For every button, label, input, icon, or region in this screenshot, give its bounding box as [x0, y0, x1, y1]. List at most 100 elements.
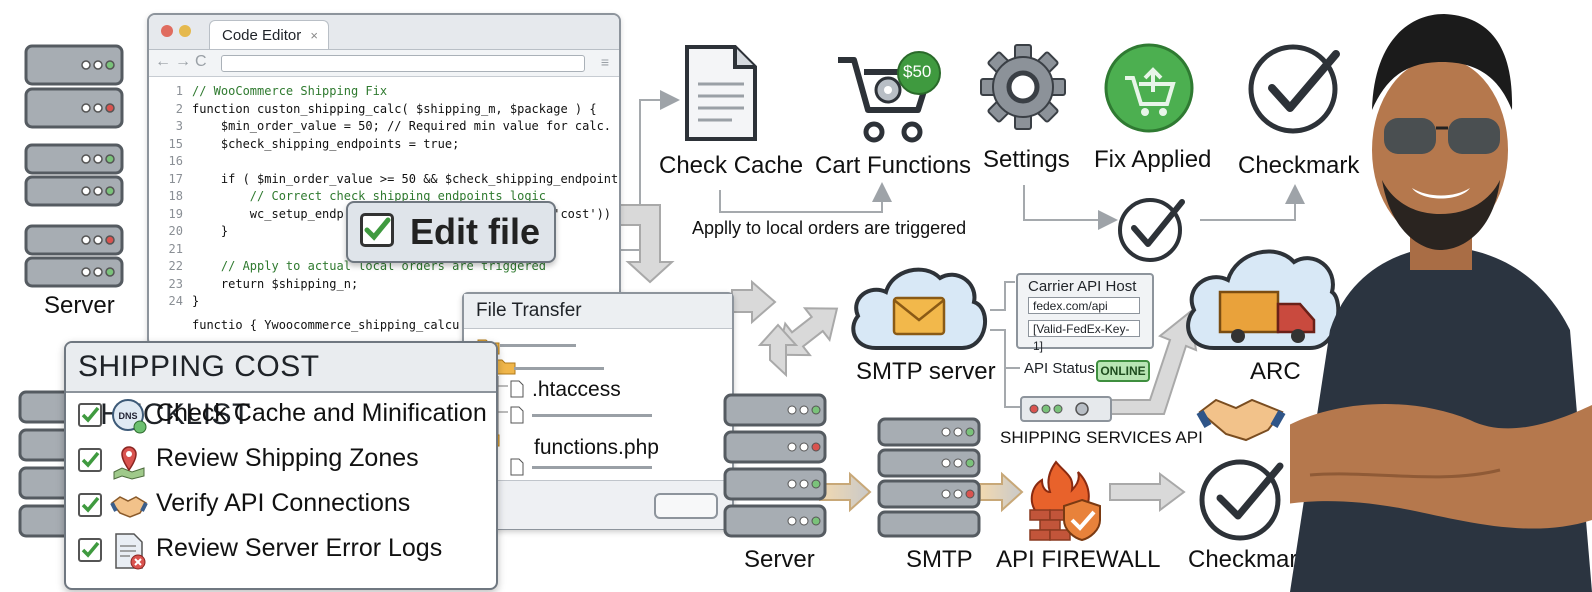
- smtp-cloud-mail-icon: [851, 267, 988, 350]
- code-line[interactable]: 15 $check_shipping_endpoints = true;: [149, 136, 619, 154]
- file-placeholder-bar: [532, 414, 652, 417]
- checklist-item[interactable]: Review Shipping Zones: [78, 440, 488, 480]
- handshake-icon: [1196, 398, 1286, 442]
- api-status-badge: ONLINE: [1096, 360, 1150, 382]
- code-line[interactable]: 16: [149, 153, 619, 171]
- server-stack-icon: [723, 393, 827, 538]
- line-number: 23: [168, 276, 183, 291]
- line-number: 16: [168, 154, 183, 168]
- file-icon: [510, 406, 524, 424]
- code-line[interactable]: 2 function custon_shipping_calc( $shippin…: [149, 101, 619, 119]
- code-line[interactable]: 23 return $shipping_n;: [149, 276, 619, 294]
- trigger-note: Applly to local orders are triggered: [692, 218, 967, 238]
- tab-code-editor-label: Code Editor: [222, 27, 302, 44]
- carrier-api-host-panel: Carrier API Host fedex.com/api [Valid-Fe…: [1016, 273, 1154, 353]
- code-text: function custon_shipping_calc( $shipping…: [192, 101, 597, 116]
- carrier-key-field[interactable]: [Valid-FedEx-Key-1]: [1028, 320, 1140, 353]
- code-line[interactable]: 1 // WooCommerce Shipping Fix: [149, 83, 619, 101]
- checklist-item[interactable]: Verify API Connections: [78, 485, 488, 525]
- line-number: 21: [168, 241, 183, 256]
- code-editor-window: Code Editor × ←→C ≡ 1 // WooCommerce Ship…: [147, 13, 621, 347]
- code-line[interactable]: 21: [149, 241, 619, 259]
- checkbox-checked-icon[interactable]: [78, 448, 102, 472]
- line-number: 15: [168, 136, 183, 151]
- line-number: 1: [175, 84, 183, 98]
- api-status-label: API Status:: [1024, 360, 1100, 377]
- handshake-icon: [110, 496, 148, 518]
- checkmark-icon: [1248, 44, 1340, 134]
- server-icon: [24, 224, 124, 288]
- edit-file-button[interactable]: Edit file: [346, 201, 556, 263]
- line-number: 3: [175, 119, 183, 133]
- minimize-dot-icon[interactable]: [179, 25, 191, 37]
- code-text: return $shipping_n;: [192, 276, 359, 291]
- file-transfer-window: File Transfer .htaccess functions.php: [462, 292, 734, 530]
- checkbox-checked-icon[interactable]: [78, 538, 102, 562]
- code-line[interactable]: functio { Ywoocommerce_shipping_calcu: [149, 317, 619, 335]
- tab-close-icon[interactable]: ×: [310, 28, 318, 43]
- label-checkmark-bottom: Checkmark: [1188, 546, 1310, 573]
- checkbox-checked-icon: [360, 213, 394, 247]
- code-line[interactable]: 17 if ( $min_order_value >= 50 && $check…: [149, 171, 619, 189]
- shipping-checklist-panel: SHIPPING COST CHECKLIST DNS Check Cache …: [64, 341, 498, 590]
- tab-code-editor[interactable]: Code Editor ×: [209, 20, 329, 49]
- file-placeholder-bar: [532, 466, 652, 469]
- line-number: 24: [168, 294, 183, 308]
- file-icon: [510, 458, 524, 476]
- checkmark-icon: [1199, 459, 1284, 541]
- close-dot-icon[interactable]: [161, 25, 173, 37]
- code-text: functio { Ywoocommerce_shipping_calcu: [192, 317, 460, 332]
- svg-text:DNS: DNS: [118, 411, 137, 421]
- file-htaccess[interactable]: .htaccess: [532, 378, 621, 401]
- editor-navbar: ←→C ≡: [149, 50, 619, 77]
- edit-file-label: Edit file: [410, 211, 541, 252]
- checkbox-checked-icon[interactable]: [78, 493, 102, 517]
- checklist-item-label: Verify API Connections: [156, 489, 411, 517]
- label-smtp-server: SMTP server: [856, 358, 996, 385]
- carrier-host-field[interactable]: fedex.com/api: [1028, 297, 1140, 314]
- label-check-cache: Check Cache: [659, 152, 804, 179]
- code-line[interactable]: 3 $min_order_value = 50; // Required min…: [149, 118, 619, 136]
- line-number: 2: [175, 101, 183, 116]
- code-text: // Correct check shipping endpoints logi…: [192, 189, 547, 203]
- checklist-item[interactable]: DNS Check Cache and Minification: [78, 395, 488, 435]
- line-number: 20: [168, 224, 183, 238]
- carrier-api-host-title: Carrier API Host: [1028, 278, 1137, 295]
- checklist-item-label: Check Cache and Minification: [156, 399, 487, 427]
- firewall-shield-icon: [1029, 460, 1101, 542]
- label-server-bottom: Server: [744, 546, 815, 573]
- code-text: }: [192, 294, 200, 308]
- server-icon: [24, 143, 124, 207]
- file-transfer-footer: [464, 480, 732, 529]
- ok-button[interactable]: [654, 493, 718, 519]
- code-line[interactable]: 19 wc_setup_endp 'cost')): [149, 206, 619, 224]
- label-settings: Settings: [983, 146, 1070, 173]
- label-server-top: Server: [44, 292, 115, 319]
- code-line[interactable]: 20 }: [149, 223, 619, 241]
- line-number: 17: [168, 171, 183, 186]
- server-icon: [24, 44, 124, 129]
- checklist-item[interactable]: Review Server Error Logs: [78, 530, 488, 570]
- label-checkmark-top: Checkmark: [1238, 152, 1360, 179]
- nav-buttons-icon[interactable]: ←→C: [155, 53, 211, 70]
- line-number: 22: [168, 259, 183, 273]
- checkbox-checked-icon[interactable]: [78, 403, 102, 427]
- address-field[interactable]: [221, 55, 585, 72]
- menu-icon[interactable]: ≡: [600, 54, 609, 70]
- line-number: 19: [168, 206, 183, 221]
- code-text: // WooCommerce Shipping Fix: [192, 84, 388, 98]
- label-api-firewall: API FIREWALL: [996, 546, 1161, 573]
- price-badge-icon: [897, 51, 941, 95]
- code-line[interactable]: 18 // Correct check shipping endpoints l…: [149, 188, 619, 206]
- label-fix-applied: Fix Applied: [1094, 146, 1212, 173]
- code-text: }: [192, 224, 229, 238]
- code-line[interactable]: 24}: [149, 293, 619, 311]
- document-icon: [685, 45, 757, 141]
- label-cart-functions: Cart Functions: [815, 152, 972, 179]
- editor-titlebar: Code Editor ×: [149, 15, 619, 50]
- code-text: $check_shipping_endpoints = true;: [192, 136, 460, 151]
- file-icon: [510, 380, 524, 398]
- file-functions-php[interactable]: functions.php: [534, 436, 659, 459]
- gear-icon: [980, 44, 1066, 130]
